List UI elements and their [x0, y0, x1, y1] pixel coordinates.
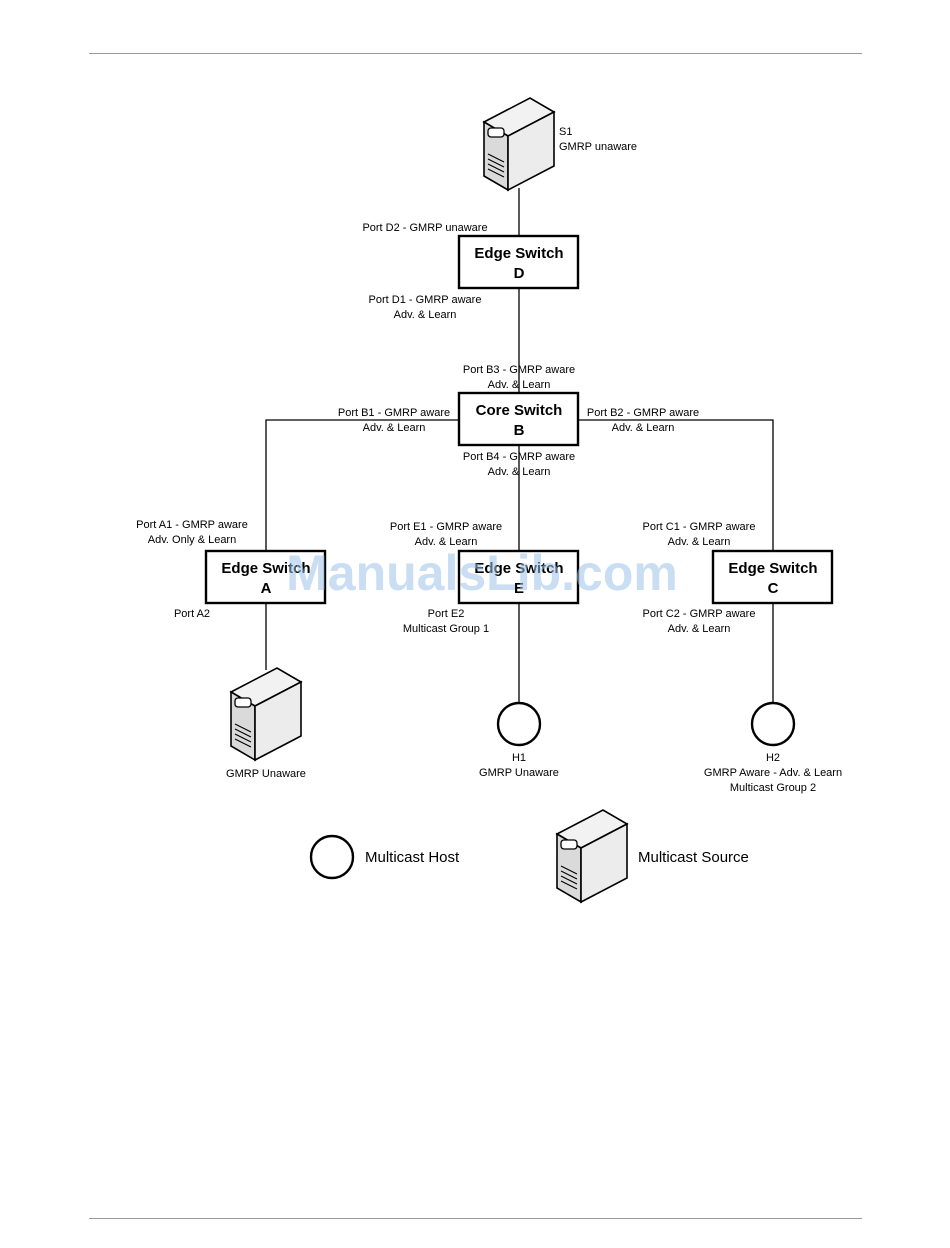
switch-d-title: Edge Switch [474, 245, 563, 262]
port-b3-mode: Adv. & Learn [488, 379, 551, 391]
links [265, 188, 774, 703]
server-a-status: GMRP Unaware [226, 768, 306, 780]
port-c1-mode: Adv. & Learn [668, 536, 731, 548]
top-rule [89, 53, 862, 54]
port-b2-mode: Adv. & Learn [612, 422, 675, 434]
switch-b-id: B [514, 422, 525, 439]
switch-a[interactable]: Edge Switch A [204, 549, 327, 605]
switch-a-title: Edge Switch [221, 560, 310, 577]
legend-source-label: Multicast Source [638, 849, 749, 866]
port-a2-label: Port A2 [174, 608, 210, 620]
link-b-a [265, 419, 459, 551]
host-h1-name: H1 [512, 752, 526, 764]
legend-host-icon [309, 834, 355, 880]
switch-a-id: A [261, 580, 272, 597]
switch-d[interactable]: Edge Switch D [457, 234, 580, 290]
port-e2-label: Port E2 [428, 608, 465, 620]
legend-source-icon [556, 809, 628, 903]
port-b4-mode: Adv. & Learn [488, 466, 551, 478]
port-d1-mode: Adv. & Learn [394, 309, 457, 321]
port-d1-label: Port D1 - GMRP aware [369, 294, 482, 306]
port-b1-mode: Adv. & Learn [363, 422, 426, 434]
port-b3-label: Port B3 - GMRP aware [463, 364, 575, 376]
port-b1-label: Port B1 - GMRP aware [338, 407, 450, 419]
host-h2-name: H2 [766, 752, 780, 764]
watermark: ManualsLib.com [286, 545, 678, 601]
port-b2-label: Port B2 - GMRP aware [587, 407, 699, 419]
host-h1-status: GMRP Unaware [479, 767, 559, 779]
port-e2-group: Multicast Group 1 [403, 623, 489, 635]
switch-e-id: E [514, 580, 524, 597]
server-a-icon [230, 667, 302, 761]
switch-c[interactable]: Edge Switch C [711, 549, 834, 605]
port-e1-mode: Adv. & Learn [415, 536, 478, 548]
port-e1-label: Port E1 - GMRP aware [390, 521, 502, 533]
switch-b-title: Core Switch [476, 402, 563, 419]
server-s1-name: S1 [559, 126, 572, 138]
port-c2-label: Port C2 - GMRP aware [643, 608, 756, 620]
switch-c-title: Edge Switch [728, 560, 817, 577]
bottom-rule [89, 1218, 862, 1219]
host-h2-icon [750, 701, 796, 747]
host-h2-status: GMRP Aware - Adv. & Learn [704, 767, 842, 779]
port-a1-label: Port A1 - GMRP aware [136, 519, 248, 531]
server-s1-icon [483, 97, 555, 191]
server-s1-status: GMRP unaware [559, 141, 637, 153]
port-a1-mode: Adv. Only & Learn [148, 534, 236, 546]
switch-d-id: D [514, 265, 525, 282]
legend: Multicast Host Multicast Source [309, 809, 749, 903]
switch-b[interactable]: Core Switch B [457, 391, 580, 447]
port-c1-label: Port C1 - GMRP aware [643, 521, 756, 533]
link-b-c [579, 419, 774, 551]
legend-host-label: Multicast Host [365, 849, 460, 866]
host-h1-icon [496, 701, 542, 747]
port-b4-label: Port B4 - GMRP aware [463, 451, 575, 463]
switch-c-id: C [768, 580, 779, 597]
switch-e-title: Edge Switch [474, 560, 563, 577]
host-h2-group: Multicast Group 2 [730, 782, 816, 794]
port-c2-mode: Adv. & Learn [668, 623, 731, 635]
switch-e[interactable]: Edge Switch E [457, 549, 580, 605]
port-d2-label: Port D2 - GMRP unaware [362, 222, 487, 234]
